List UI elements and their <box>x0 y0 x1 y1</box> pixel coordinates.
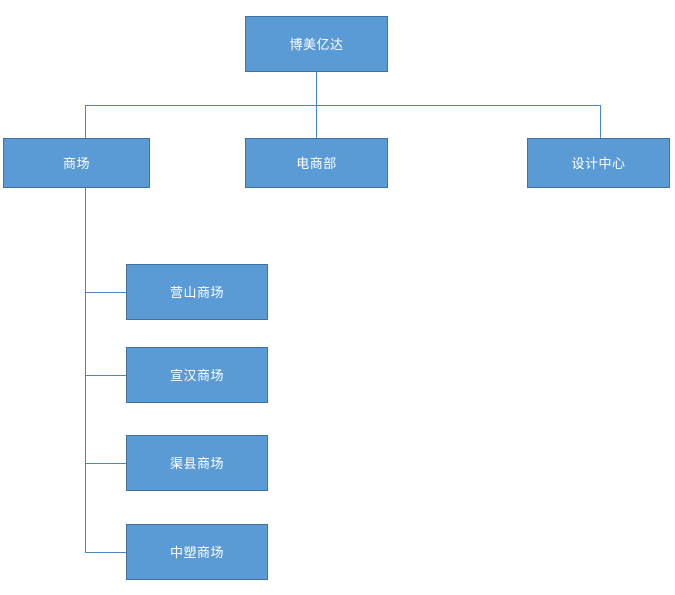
connector-root-stem <box>316 72 317 105</box>
connector-level2-bus <box>85 105 601 106</box>
org-node-root[interactable]: 博美亿达 <box>245 16 388 72</box>
org-node-ecommerce-label: 电商部 <box>296 155 337 171</box>
org-node-root-label: 博美亿达 <box>289 36 344 52</box>
org-node-yingshan-mall-label: 营山商场 <box>169 284 224 300</box>
org-node-xuanhan-mall-label: 宣汉商场 <box>169 367 224 383</box>
org-node-quxian-mall-label: 渠县商场 <box>169 455 224 471</box>
org-node-yingshan-mall[interactable]: 营山商场 <box>126 264 268 320</box>
org-node-xuanhan-mall[interactable]: 宣汉商场 <box>126 347 268 403</box>
connector-stub-yingshan <box>85 292 126 293</box>
connector-drop-mall <box>85 105 86 138</box>
connector-stub-quxian <box>85 463 126 464</box>
org-node-design-center-label: 设计中心 <box>571 155 626 171</box>
connector-stub-xuanhan <box>85 375 126 376</box>
org-node-zhongsu-mall-label: 中塑商场 <box>169 544 224 560</box>
org-node-quxian-mall[interactable]: 渠县商场 <box>126 435 268 491</box>
org-node-mall-label: 商场 <box>62 155 90 171</box>
org-node-mall[interactable]: 商场 <box>3 138 150 188</box>
org-node-zhongsu-mall[interactable]: 中塑商场 <box>126 524 268 580</box>
connector-mall-spine <box>85 188 86 552</box>
connector-drop-design-center <box>600 105 601 138</box>
connector-drop-ecommerce <box>316 105 317 138</box>
org-node-ecommerce[interactable]: 电商部 <box>245 138 388 188</box>
org-node-design-center[interactable]: 设计中心 <box>527 138 670 188</box>
connector-stub-zhongsu <box>85 552 126 553</box>
